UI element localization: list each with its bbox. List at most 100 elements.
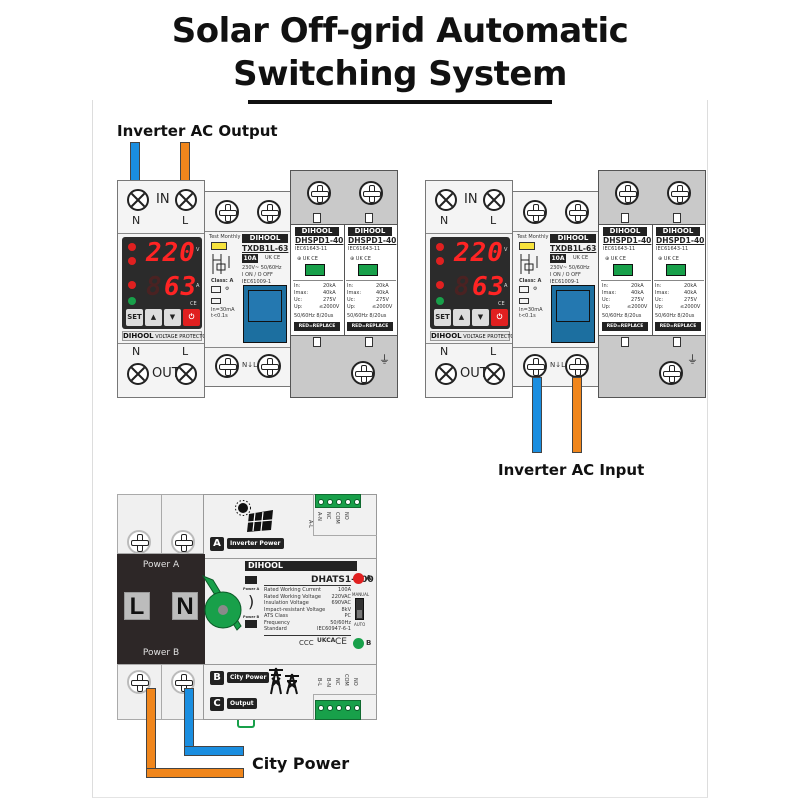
terminal-hole[interactable] — [336, 705, 342, 711]
led-power — [128, 297, 136, 305]
spd-model: DHSPD1-40 — [603, 236, 652, 245]
terminal-screw-icon[interactable] — [257, 200, 281, 224]
terminal-screw-icon[interactable] — [127, 363, 149, 385]
terminal-hole[interactable] — [345, 705, 351, 711]
terminal-hole[interactable] — [327, 705, 333, 711]
terminal-screw-icon[interactable] — [359, 181, 383, 205]
ground-icon: ⏚ — [687, 353, 698, 366]
top-terminal-block — [315, 494, 361, 508]
set-button[interactable]: SET — [126, 309, 143, 326]
terminal-hole[interactable] — [354, 499, 360, 505]
v-unit: V — [504, 247, 508, 253]
power-button-icon[interactable]: ⏻ — [491, 309, 508, 326]
ce-mark: CE — [498, 301, 505, 307]
page-title-line-1: Solar Off-grid Automatic — [171, 11, 629, 51]
l-label-out: L — [182, 345, 189, 358]
terminal-label: B-N — [325, 678, 331, 687]
spd-in: 20kA — [323, 283, 336, 289]
terminal-screw-icon[interactable] — [175, 363, 197, 385]
spd-brand: DIHOOL — [348, 227, 392, 236]
vp-product: VOLTAGE PROTECTOR — [463, 334, 518, 340]
terminal-screw-icon[interactable] — [215, 354, 239, 378]
terminal-hole[interactable] — [318, 499, 324, 505]
right-device-group: IN N L 220 V 8 63 A CE SET ▲ ▼ ⏻ DIHOOL … — [425, 170, 706, 400]
terminal-screw-icon[interactable] — [565, 200, 589, 224]
vp-label-strip: DIHOOL VOLTAGE PROTECTOR — [122, 331, 210, 341]
terminal-screw-icon[interactable] — [615, 181, 639, 205]
spd-up: ≤2000V — [627, 304, 648, 310]
ats-switch: A Inverter Power A-L A-N NC COM NO Power… — [117, 494, 377, 728]
terminal-screw-icon[interactable] — [175, 189, 197, 211]
spd-replace: RED=REPLACE — [655, 322, 701, 331]
spd-status-window — [305, 264, 325, 276]
badge-b: B — [210, 671, 224, 685]
terminal-screw-icon[interactable] — [307, 181, 331, 205]
rcbo-breaker: Test Monthly DIHOOL TXDB1L-63 10A UK CE … — [204, 191, 292, 387]
terminal-screw-icon[interactable] — [483, 189, 505, 211]
down-button[interactable]: ▼ — [472, 309, 489, 326]
rcbo-rating: 10A — [550, 254, 566, 263]
terminal-hole[interactable] — [327, 499, 333, 505]
terminal-screw-icon[interactable] — [523, 354, 547, 378]
up-button[interactable]: ▲ — [453, 309, 470, 326]
circuit-schematic-icon — [212, 254, 230, 274]
terminal-screw-icon[interactable] — [257, 354, 281, 378]
test-button[interactable] — [211, 242, 227, 250]
set-button[interactable]: SET — [434, 309, 451, 326]
terminal-screw-icon[interactable] — [171, 530, 195, 554]
terminal-screw-icon[interactable] — [127, 530, 151, 554]
rcbo-bottom-label: N↓L — [242, 361, 258, 369]
ats-pole-face: Power A L N Power B — [117, 554, 205, 664]
up-button[interactable]: ▲ — [145, 309, 162, 326]
terminal-screw-icon[interactable] — [667, 181, 691, 205]
rcbo-on-off: I ON / O OFF — [550, 272, 581, 278]
terminal-screw-icon[interactable] — [523, 200, 547, 224]
out-label: OUT — [152, 366, 180, 381]
live-wire-out — [572, 377, 582, 453]
test-button[interactable] — [519, 242, 535, 250]
power-b-label: Power B — [142, 648, 180, 658]
left-device-group: IN N L 220 V 8 63 A CE SET ▲ ▼ ⏻ DIHOOL … — [117, 170, 687, 400]
terminal-screw-icon[interactable] — [215, 200, 239, 224]
ground-terminal-screw-icon[interactable] — [351, 361, 375, 385]
voltage-protector: IN N L 220 V 8 63 A CE SET ▲ ▼ ⏻ DIHOOL … — [425, 180, 518, 398]
n-label: N — [440, 214, 449, 227]
terminal-screw-icon[interactable] — [127, 670, 151, 694]
surge-protector: DIHOOL DHSPD1-40 IEC61643-11 ⊕ UK CE In:… — [290, 170, 398, 398]
n-label-out: N — [132, 345, 141, 358]
terminal-screw-icon[interactable] — [483, 363, 505, 385]
terminal-label: A-N — [316, 512, 322, 521]
led-current — [436, 281, 444, 289]
terminal-screw-icon[interactable] — [435, 189, 457, 211]
manual-auto-switch[interactable] — [355, 598, 364, 620]
rcbo-toggle-switch[interactable] — [551, 285, 595, 343]
ccc-mark: CCC — [299, 639, 314, 647]
spd-up: ≤2000V — [680, 304, 701, 310]
inverter-ac-input-caption: Inverter AC Input — [498, 461, 645, 479]
terminal-screw-icon[interactable] — [127, 189, 149, 211]
down-button[interactable]: ▼ — [164, 309, 181, 326]
terminal-hole[interactable] — [354, 705, 360, 711]
ats-rotary-handle[interactable] — [197, 572, 247, 636]
spd-imax: 40kA — [323, 290, 336, 296]
vp-brand: DIHOOL — [123, 332, 154, 340]
badge-c: C — [210, 697, 224, 711]
spd-standard: IEC61643-11 — [656, 246, 689, 252]
rcbo-rating: 10A — [242, 254, 258, 263]
terminal-hole[interactable] — [336, 499, 342, 505]
inverter-power-label: Inverter Power — [227, 538, 284, 549]
terminal-screw-icon[interactable] — [565, 354, 589, 378]
out-label: OUT — [460, 366, 488, 381]
rcbo-ratings: 230V~ 50/60Hz — [242, 265, 282, 271]
spd-standard: IEC61643-11 — [603, 246, 636, 252]
ce-mark: CE — [335, 637, 347, 647]
terminal-hole[interactable] — [345, 499, 351, 505]
power-button-icon[interactable]: ⏻ — [183, 309, 200, 326]
rcbo-toggle-switch[interactable] — [243, 285, 287, 343]
terminal-hole[interactable] — [318, 705, 324, 711]
ground-terminal-screw-icon[interactable] — [659, 361, 683, 385]
a-unit: A — [196, 283, 200, 289]
spd-model: DHSPD1-40 — [656, 236, 705, 245]
terminal-screw-icon[interactable] — [435, 363, 457, 385]
rcbo-class: Class: A — [211, 278, 234, 284]
